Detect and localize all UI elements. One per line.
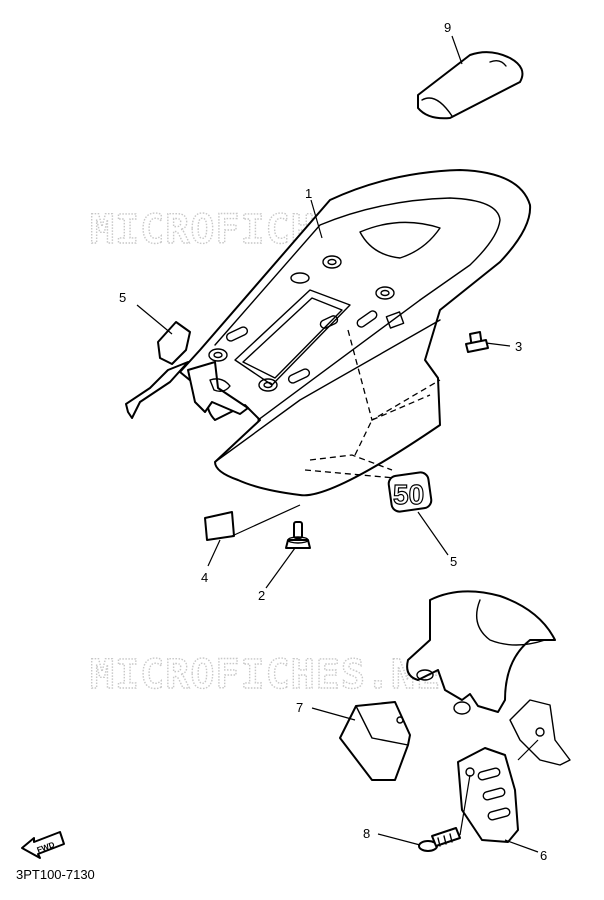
part-8-bolt xyxy=(418,827,461,852)
part-7-heat-guard xyxy=(339,701,411,781)
callout-1: 1 xyxy=(305,186,312,201)
diagram-reference-code: 3PT100-7130 xyxy=(16,867,95,882)
frame-section xyxy=(406,590,571,766)
callout-5-badge: 5 xyxy=(450,554,457,569)
callout-9: 9 xyxy=(444,20,451,35)
part-1-rear-fender xyxy=(179,169,532,497)
leader-7 xyxy=(311,707,356,721)
leader-8 xyxy=(377,833,421,846)
part-9-pad xyxy=(417,51,524,120)
part-4-pad xyxy=(204,511,235,541)
callout-8: 8 xyxy=(363,826,370,841)
callout-4: 4 xyxy=(201,570,208,585)
leader-1 xyxy=(310,199,323,239)
callout-6: 6 xyxy=(540,848,547,863)
leader-4 xyxy=(207,539,221,567)
part-5-front-piece xyxy=(125,321,191,419)
part-4-link-line xyxy=(231,504,301,537)
callout-7: 7 xyxy=(296,700,303,715)
leader-3 xyxy=(485,342,511,347)
leader-5-badge xyxy=(417,511,449,556)
leader-2 xyxy=(265,547,296,589)
callout-5-top: 5 xyxy=(119,290,126,305)
callout-3: 3 xyxy=(515,339,522,354)
watermark-bottom: MICROFICHES.NET xyxy=(90,652,466,698)
part-2-bolt xyxy=(285,521,311,549)
callout-2: 2 xyxy=(258,588,265,603)
part-6-side-cover xyxy=(457,747,519,843)
fwd-arrow-icon: FWD xyxy=(21,831,65,859)
part-3-bolt xyxy=(465,331,489,353)
leader-6 xyxy=(504,839,539,853)
leader-5-top xyxy=(136,304,173,335)
leader-9 xyxy=(451,35,463,65)
part-5-badge: 50 xyxy=(387,471,433,513)
badge-50-label: 50 xyxy=(393,479,424,510)
part-8-link-line xyxy=(459,774,471,836)
part-6-link-line xyxy=(517,739,539,761)
